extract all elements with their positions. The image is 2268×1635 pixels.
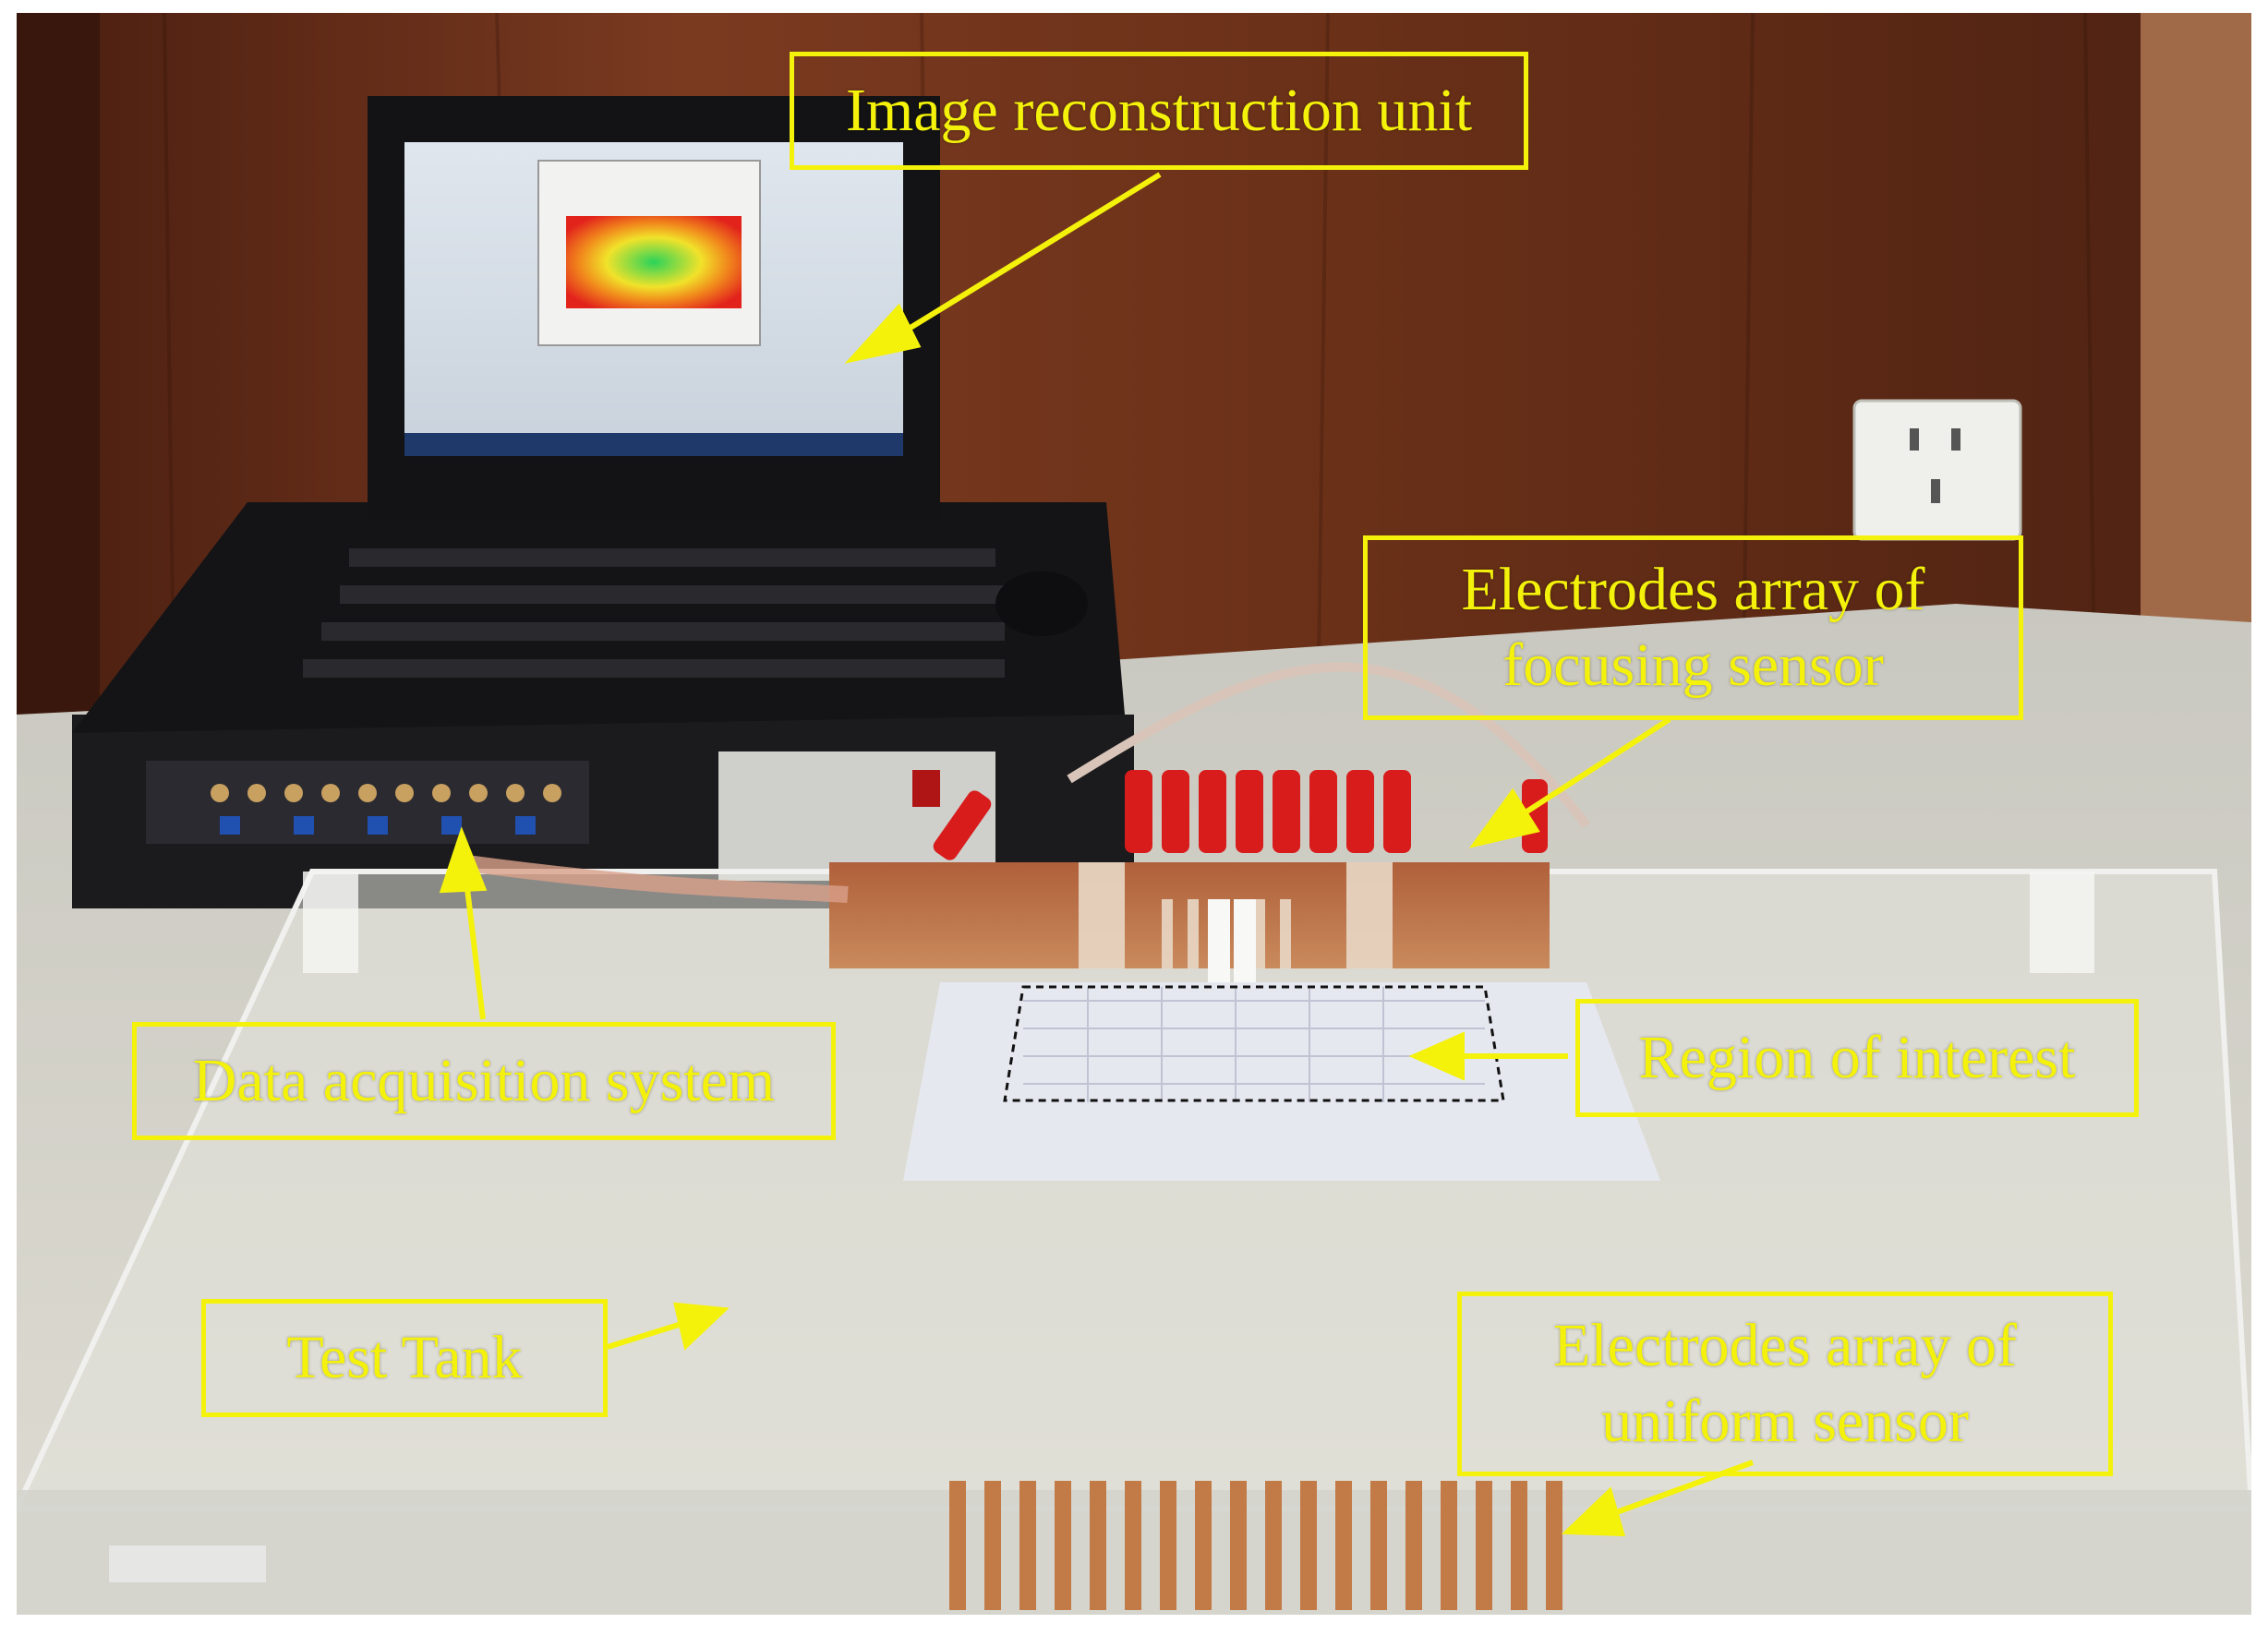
callout-data-acquisition-system: Data acquisition system bbox=[132, 1022, 836, 1140]
uniform-electrode-array bbox=[949, 1481, 1562, 1610]
focusing-electrode-array bbox=[829, 862, 1550, 987]
power-socket-icon bbox=[1852, 399, 2022, 541]
label-image-reconstruction-unit: Image reconstruction unit bbox=[845, 76, 1473, 144]
cable-bundle bbox=[458, 662, 1590, 903]
label-focusing-electrodes-line1: Electrodes array of bbox=[1461, 555, 1925, 623]
photo-scene: Image reconstruction unit Electrodes arr… bbox=[17, 13, 2251, 1615]
label-test-tank: Test Tank bbox=[286, 1323, 523, 1391]
callout-uniform-electrodes: Electrodes array of uniform sensor bbox=[1457, 1292, 2113, 1476]
reconstruction-heatmap bbox=[566, 216, 742, 308]
label-uniform-electrodes-line1: Electrodes array of bbox=[1552, 1311, 2018, 1379]
callout-test-tank: Test Tank bbox=[201, 1299, 608, 1417]
label-focusing-electrodes-line2: focusing sensor bbox=[1502, 631, 1884, 699]
label-region-of-interest: Region of interest bbox=[1638, 1023, 2076, 1091]
callout-region-of-interest: Region of interest bbox=[1575, 999, 2139, 1117]
shelf-edge bbox=[2141, 13, 2251, 678]
shelf-left bbox=[17, 13, 100, 715]
label-data-acquisition-system: Data acquisition system bbox=[192, 1046, 776, 1114]
region-of-interest-sheet bbox=[903, 982, 1660, 1181]
callout-focusing-electrodes: Electrodes array of focusing sensor bbox=[1363, 535, 2023, 720]
label-uniform-electrodes-line2: uniform sensor bbox=[1601, 1388, 1969, 1455]
callout-image-reconstruction-unit: Image reconstruction unit bbox=[790, 52, 1528, 170]
photo-illustration bbox=[17, 13, 2251, 1615]
